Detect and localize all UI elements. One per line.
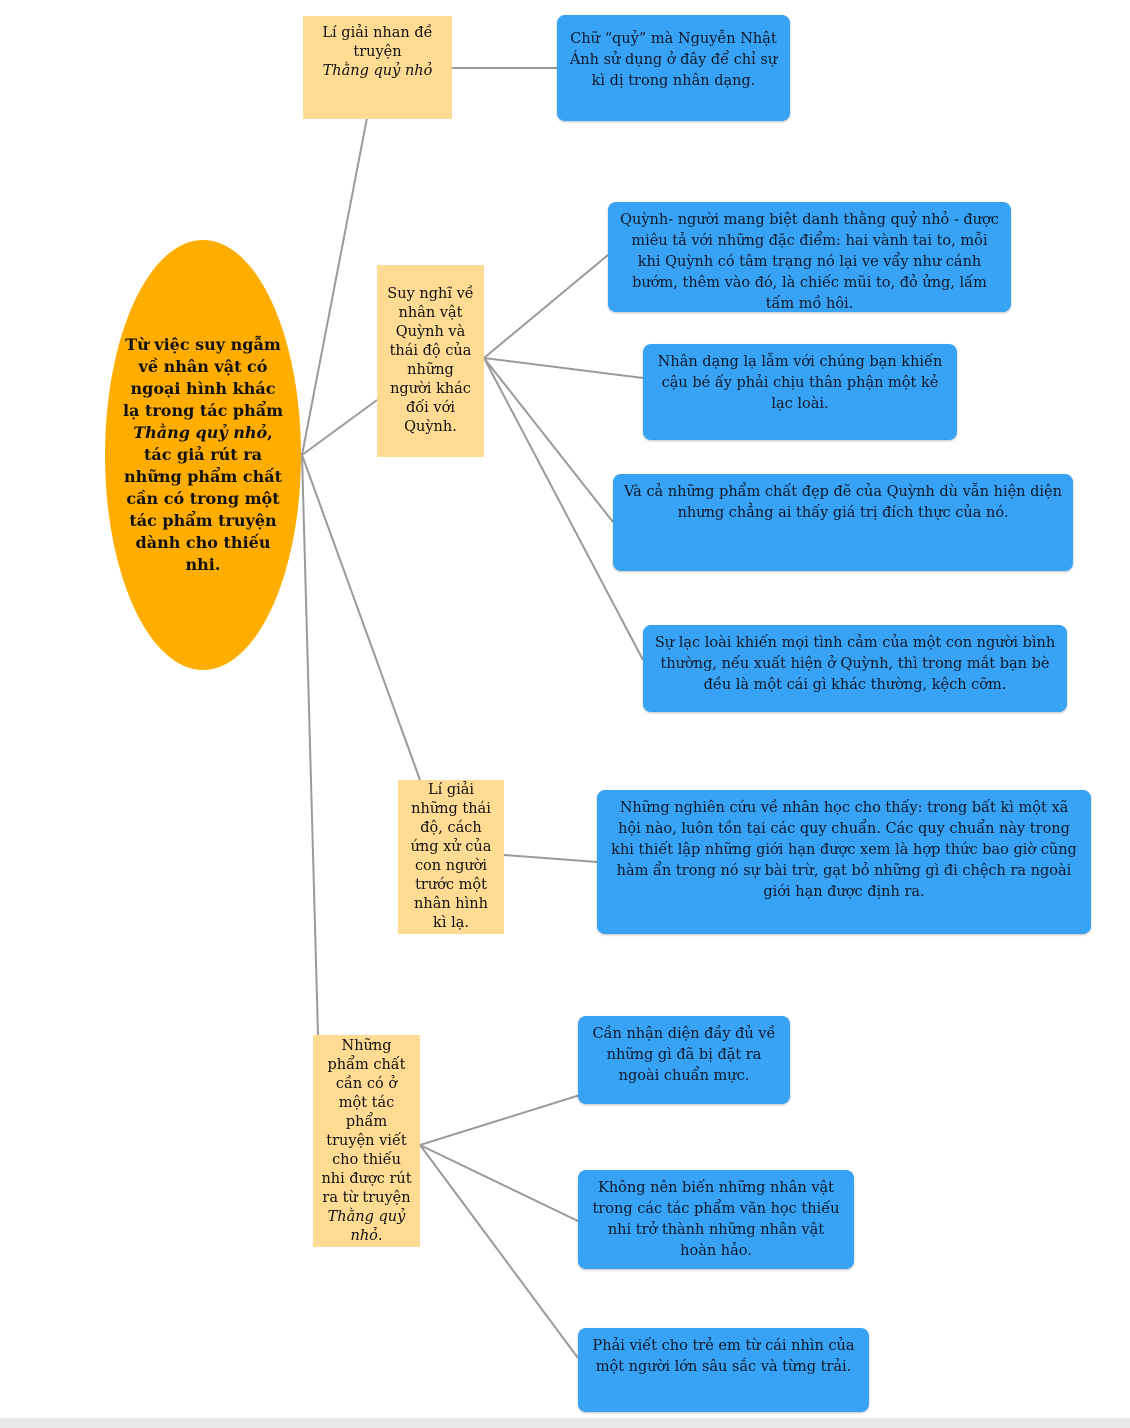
leaf-branch-2-4: Sự lạc loài khiến mọi tình cảm của một c…	[643, 625, 1067, 712]
leaf-branch-2-1: Quỳnh- người mang biệt danh thằng quỷ nh…	[608, 202, 1011, 312]
connector-branch-4-leaf-1	[419, 1094, 581, 1146]
branch-2-label: Suy nghĩ về nhân vật Quỳnh và thái độ củ…	[387, 286, 474, 435]
leaf-text: Không nên biến những nhân vật trong các …	[592, 1180, 840, 1259]
connector-root-branch-2	[301, 399, 378, 456]
leaf-branch-4-1: Cần nhận diện đầy đủ về những gì đã bị đ…	[578, 1016, 790, 1104]
bottom-strip	[0, 1418, 1130, 1428]
leaf-text: Quỳnh- người mang biệt danh thằng quỷ nh…	[620, 212, 999, 312]
leaf-branch-4-3: Phải viết cho trẻ em từ cái nhìn của một…	[578, 1328, 869, 1412]
branch-qualities: Những phẩm chất cần có ở một tác phẩm tr…	[313, 1035, 420, 1247]
branch-character-quynh: Suy nghĩ về nhân vật Quỳnh và thái độ củ…	[377, 265, 484, 457]
connector-branch-2-leaf-3	[483, 357, 614, 523]
root-topic-text: Từ việc suy ngẫm về nhân vật có ngoại hì…	[122, 335, 284, 420]
leaf-branch-2-3: Và cả những phẩm chất đẹp đẽ của Quỳnh d…	[613, 474, 1073, 571]
leaf-text: Cần nhận diện đầy đủ về những gì đã bị đ…	[592, 1026, 776, 1084]
connector-root-branch-3	[301, 454, 421, 781]
branch-3-label: Lí giải những thái độ, cách ứng xử của c…	[410, 782, 492, 931]
root-topic: Từ việc suy ngẫm về nhân vật có ngoại hì…	[105, 240, 301, 670]
leaf-branch-3-1: Những nghiên cứu về nhân học cho thấy: t…	[597, 790, 1091, 934]
connector-branch-2-leaf-1	[483, 254, 609, 359]
connector-branch-2-leaf-4	[483, 357, 644, 661]
connector-branch-3-leaf-1	[503, 854, 598, 863]
leaf-branch-2-2: Nhân dạng lạ lẫm với chúng bạn khiến cậu…	[643, 344, 957, 440]
connector-branch-2-leaf-2	[483, 357, 644, 379]
branch-4-label: Những phẩm chất cần có ở một tác phẩm tr…	[321, 1037, 412, 1206]
branch-1-label: Lí giải nhan đề truyện	[322, 25, 433, 60]
leaf-text: Và cả những phẩm chất đẹp đẽ của Quỳnh d…	[624, 484, 1062, 521]
leaf-text: Nhân dạng lạ lẫm với chúng bạn khiến cậu…	[657, 354, 943, 412]
connector-branch-4-leaf-2	[419, 1144, 581, 1223]
leaf-text: Phải viết cho trẻ em từ cái nhìn của một…	[592, 1338, 855, 1375]
root-topic-text-end: , tác giả rút ra những phẩm chất cần có …	[123, 423, 283, 574]
connector-branch-4-leaf-3	[419, 1144, 579, 1359]
leaf-text: Sự lạc loài khiến mọi tình cảm của một c…	[654, 635, 1056, 693]
leaf-branch-1-1: Chữ “quỷ” mà Nguyễn Nhật Ánh sử dụng ở đ…	[557, 15, 790, 121]
branch-explanation-attitudes: Lí giải những thái độ, cách ứng xử của c…	[398, 780, 504, 934]
branch-1-label-italic: Thằng quỷ nhỏ	[322, 63, 433, 79]
leaf-text: Chữ “quỷ” mà Nguyễn Nhật Ánh sử dụng ở đ…	[569, 31, 778, 89]
connector-root-branch-4	[301, 454, 319, 1036]
leaf-branch-4-2: Không nên biến những nhân vật trong các …	[578, 1170, 854, 1269]
connector-root-branch-1	[301, 117, 368, 456]
branch-title-explanation: Lí giải nhan đề truyện Thằng quỷ nhỏ	[303, 16, 452, 119]
root-topic-italic: Thằng quỷ nhỏ	[133, 423, 268, 442]
leaf-text: Những nghiên cứu về nhân học cho thấy: t…	[611, 800, 1077, 900]
branch-4-label-italic: Thằng quỷ nhỏ.	[327, 1208, 406, 1244]
